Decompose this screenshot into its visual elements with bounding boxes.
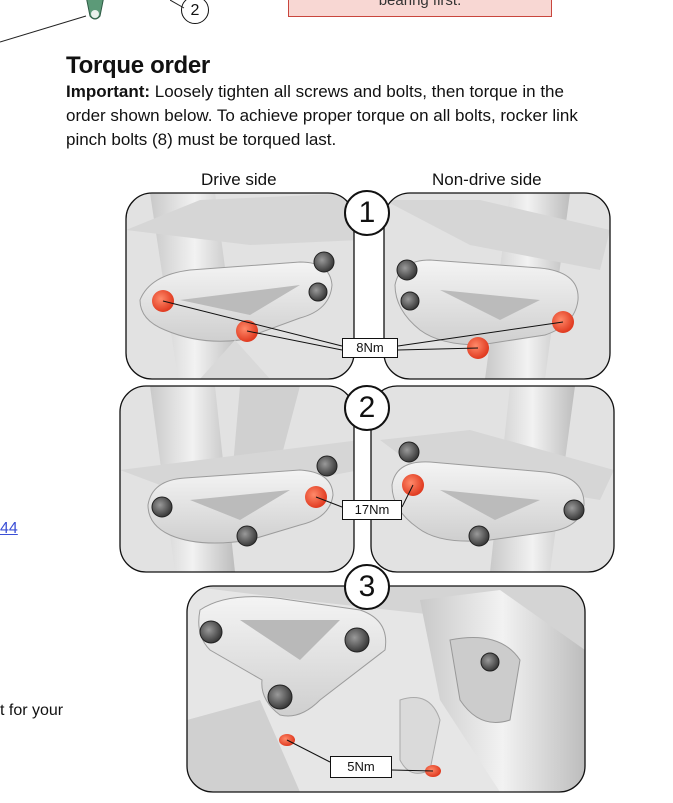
leader-lines [162, 300, 564, 772]
bolt-icon [308, 282, 328, 302]
bolt-icon [313, 251, 335, 273]
important-text: Loosely tighten all screws and bolts, th… [66, 82, 578, 149]
panel-1-nondrive-image [384, 193, 610, 379]
bolt-icon [236, 525, 258, 547]
bolt-icon [267, 684, 293, 710]
panel-2-drive-image [120, 386, 354, 572]
bolt-icon [151, 496, 173, 518]
bolt-icon [563, 499, 585, 521]
bolt-icon [199, 620, 223, 644]
page-link[interactable]: 44 [0, 520, 18, 537]
step-1-badge: 1 [344, 190, 390, 236]
instruction-paragraph: Important: Loosely tighten all screws an… [66, 80, 586, 152]
step-3-badge: 3 [344, 564, 390, 610]
tool-illustration [0, 0, 104, 43]
torque-label-step-2: 17Nm [342, 500, 402, 520]
bolt-icon [400, 291, 420, 311]
bolt-icon [396, 259, 418, 281]
section-title: Torque order [66, 52, 210, 79]
drive-side-label: Drive side [201, 170, 277, 189]
bolt-icon [398, 441, 420, 463]
bolt-icon [344, 627, 370, 653]
margin-text-fragment: t for your [0, 702, 64, 719]
nondrive-side-label: Non-drive side [432, 170, 542, 189]
torque-label-step-1: 8Nm [342, 338, 398, 358]
warning-box: bearing first. [288, 0, 552, 17]
callout-number: 2 [181, 0, 209, 24]
step-2-badge: 2 [344, 385, 390, 431]
torque-label-step-3: 5Nm [330, 756, 392, 778]
warning-text: bearing first. [378, 0, 462, 9]
bolt-icon [316, 455, 338, 477]
bolt-icon [468, 525, 490, 547]
important-label: Important: [66, 82, 151, 101]
bolt-icon [480, 652, 500, 672]
